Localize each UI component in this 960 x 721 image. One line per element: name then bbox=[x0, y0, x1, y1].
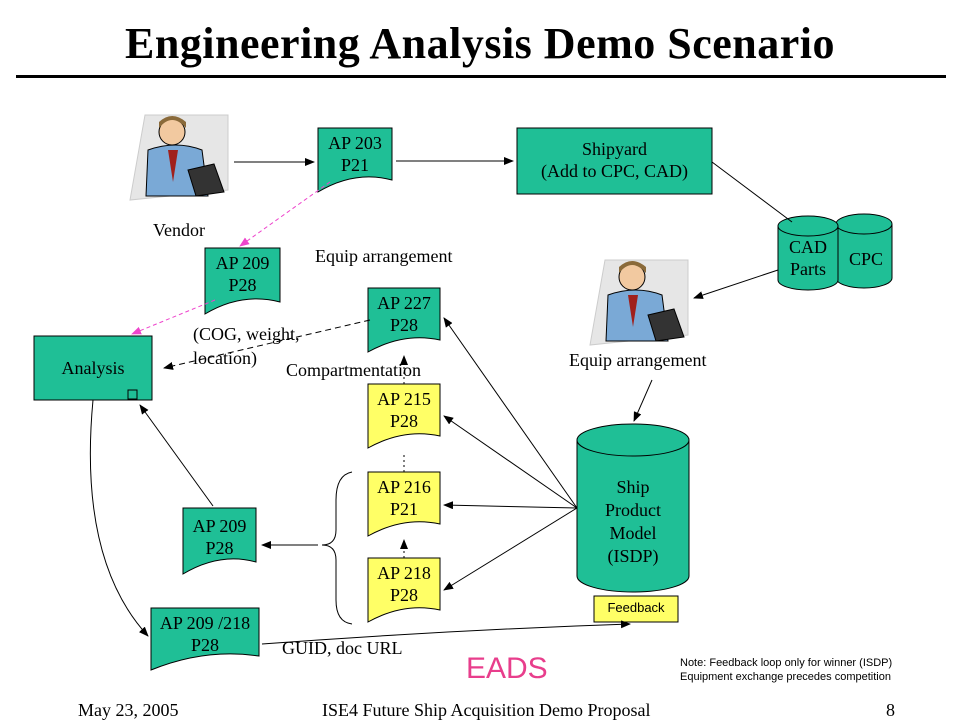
ap227-node: AP 227 P28 bbox=[368, 292, 440, 336]
ap203-line1: AP 203 bbox=[328, 133, 382, 153]
footer-date: May 23, 2005 bbox=[78, 700, 179, 720]
ap227-line1: AP 227 bbox=[377, 293, 431, 313]
ap216-line1: AP 216 bbox=[377, 477, 431, 497]
shipyard-line2: (Add to CPC, CAD) bbox=[540, 161, 688, 181]
cpc-node: CPC bbox=[848, 249, 884, 269]
ap216-node: AP 216 P21 bbox=[368, 476, 440, 520]
shipyard-line1: Shipyard bbox=[582, 139, 647, 159]
page-title: Engineering Analysis Demo Scenario bbox=[124, 19, 836, 68]
ap203-shape bbox=[317, 127, 393, 193]
feedback-node: Feedback bbox=[607, 600, 665, 615]
ap209-top-shape bbox=[204, 247, 281, 315]
guid-label: GUID, doc URL bbox=[282, 638, 403, 658]
ship-model-line1: Ship bbox=[616, 477, 650, 497]
ap209-top-node: AP 209 P28 bbox=[205, 252, 280, 296]
ap209-mid-line2: P28 bbox=[205, 538, 234, 558]
equip-arrangement-top-label: Equip arrangement bbox=[315, 246, 453, 266]
cad-line1: CAD bbox=[788, 237, 827, 257]
equip-arrangement-right-label: Equip arrangement bbox=[569, 350, 707, 370]
ap209-mid-line1: AP 209 bbox=[192, 516, 247, 536]
ap203-line2: P21 bbox=[340, 155, 369, 175]
compartmentation-label: Compartmentation bbox=[286, 360, 421, 380]
ap209-218-line2: P28 bbox=[190, 635, 219, 655]
ap218-line2: P28 bbox=[389, 585, 418, 605]
ap209-mid-shape bbox=[182, 507, 257, 575]
ap215-line2: P28 bbox=[389, 411, 418, 431]
footer-page-number: 8 bbox=[886, 700, 895, 720]
ap227-shape bbox=[367, 287, 441, 353]
ap218-node: AP 218 P28 bbox=[368, 562, 440, 606]
eads-label: EADS bbox=[466, 652, 548, 685]
cad-line2: Parts bbox=[790, 259, 826, 279]
ship-model-line4: (ISDP) bbox=[607, 546, 659, 566]
ap209-218-line1: AP 209 /218 bbox=[159, 613, 251, 633]
ship-model-line2: Product bbox=[605, 500, 661, 520]
vendor-person-icon bbox=[129, 114, 229, 201]
title-divider bbox=[16, 75, 946, 78]
ap218-line1: AP 218 bbox=[377, 563, 431, 583]
cad-parts-node: CAD Parts bbox=[774, 236, 842, 280]
shipyard-box bbox=[516, 127, 713, 195]
cog-line1: (COG, weight, bbox=[193, 324, 300, 344]
note-line1: Note: Feedback loop only for winner (ISD… bbox=[680, 657, 893, 669]
ap209-top-line1: AP 209 bbox=[215, 253, 270, 273]
note-text: Note: Feedback loop only for winner (ISD… bbox=[680, 656, 892, 684]
analysis-node: Analysis bbox=[61, 358, 125, 378]
ap216-shape bbox=[367, 471, 441, 537]
ap209-mid-node: AP 209 P28 bbox=[183, 515, 256, 559]
ship-model-line3: Model bbox=[609, 523, 657, 543]
cad-cylinder bbox=[777, 215, 839, 291]
ship-model-node: Ship Product Model (ISDP) bbox=[577, 476, 689, 568]
ap218-shape bbox=[367, 557, 441, 623]
cog-line2: location) bbox=[193, 348, 257, 368]
note-line2: Equipment exchange precedes competition bbox=[680, 671, 891, 683]
feedback-box bbox=[593, 595, 679, 623]
ap215-shape bbox=[367, 383, 441, 449]
analysis-box bbox=[33, 335, 153, 401]
ap209-top-line2: P28 bbox=[228, 275, 257, 295]
vendor-label: Vendor bbox=[153, 220, 205, 240]
ap215-node: AP 215 P28 bbox=[368, 388, 440, 432]
cog-label: (COG, weight, location) bbox=[193, 322, 300, 370]
ship-model-cylinder bbox=[576, 423, 690, 593]
ap216-line2: P21 bbox=[389, 499, 418, 519]
ap227-line2: P28 bbox=[389, 315, 418, 335]
shipyard-node: Shipyard (Add to CPC, CAD) bbox=[517, 138, 712, 182]
footer-center: ISE4 Future Ship Acquisition Demo Propos… bbox=[322, 700, 651, 720]
ap209-218-node: AP 209 /218 P28 bbox=[148, 612, 262, 656]
ap215-line1: AP 215 bbox=[377, 389, 431, 409]
ap209-218-shape bbox=[150, 607, 260, 671]
cpc-cylinder bbox=[835, 213, 893, 289]
engineer-person-icon bbox=[589, 259, 689, 346]
ap203-node: AP 203 P21 bbox=[318, 132, 392, 176]
